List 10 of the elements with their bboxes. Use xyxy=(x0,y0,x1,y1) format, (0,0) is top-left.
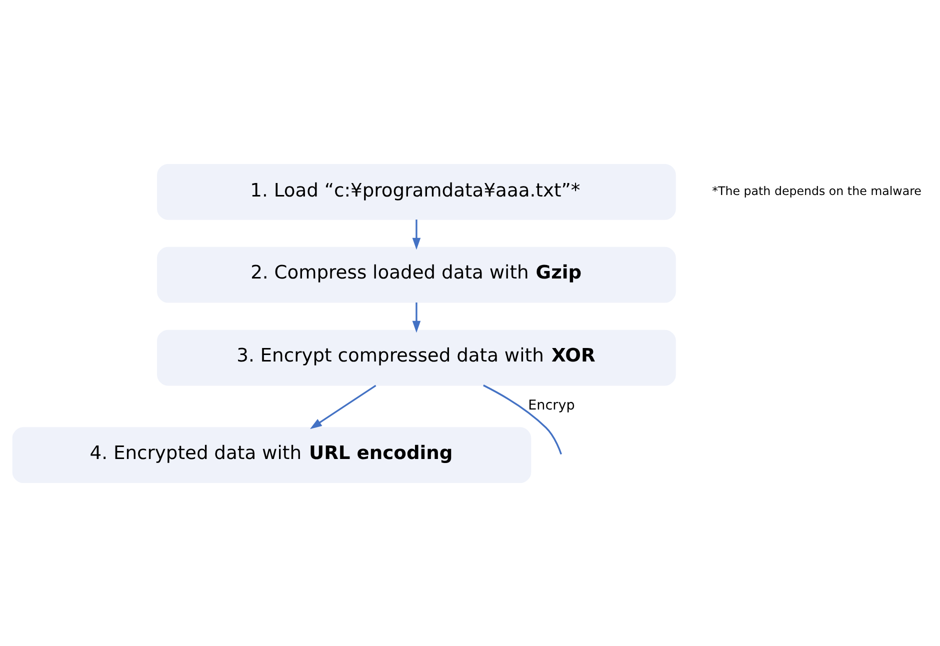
connector xyxy=(483,384,562,454)
edge-label: Encryp xyxy=(528,397,575,414)
node-box: 3. Encrypt compressed data with XOR xyxy=(157,329,676,386)
node-box: 1. Load “c:¥programdata¥aaa.txt”* xyxy=(157,163,676,220)
arrow xyxy=(310,384,376,428)
arrow xyxy=(412,302,421,332)
node-box: 4. Encrypted data with URL encoding xyxy=(12,426,532,483)
node-box: 2. Compress loaded data with Gzip xyxy=(157,246,676,302)
arrow xyxy=(412,219,421,250)
label: *The path depends on the malware xyxy=(712,184,922,198)
